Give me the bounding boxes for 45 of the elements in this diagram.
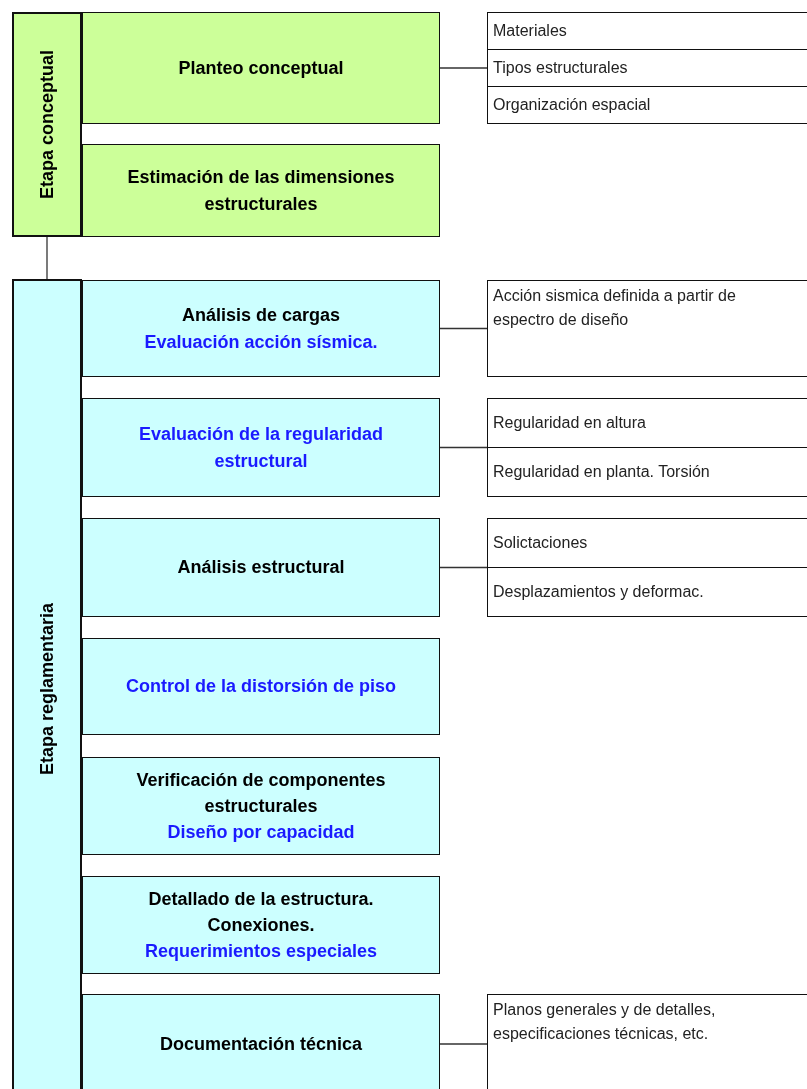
step-label: Detallado de la estructura. Conexiones. [147, 887, 375, 937]
step-label: Evaluación acción sísmica. [144, 330, 378, 354]
note-text: Solictaciones [492, 533, 589, 553]
note-text: Organización espacial [488, 86, 807, 123]
step-label: Requerimientos especiales [144, 940, 378, 964]
step-label: Control de la distorsión de piso [126, 675, 396, 699]
stage-band [12, 279, 82, 1089]
step-label: Documentación técnica [159, 1032, 363, 1056]
note-text: Regularidad en planta. Torsión [488, 447, 807, 496]
process-box [82, 144, 440, 237]
step-label: Análisis estructural [177, 556, 345, 580]
step-label: Planteo conceptual [178, 56, 344, 80]
note-text: Materiales [492, 21, 568, 41]
connector-line [439, 67, 488, 69]
connector-line [46, 236, 48, 280]
process-box [82, 876, 440, 974]
note-box [487, 12, 807, 124]
process-box [82, 398, 440, 497]
process-box [82, 994, 440, 1089]
step-label: Evaluación de la regularidad estructural [137, 423, 385, 473]
connector-line [439, 327, 488, 330]
note-text: Tipos estructurales [488, 49, 807, 86]
step-label: Análisis de cargas [181, 304, 341, 328]
note-box [487, 280, 807, 377]
connector-line [439, 446, 488, 449]
note-box [487, 994, 807, 1089]
step-label: Diseño por capacidad [167, 821, 355, 845]
connector-line [439, 1043, 488, 1045]
stage-band [12, 12, 82, 237]
process-box [82, 280, 440, 377]
stage-label: Etapa reglamentaria [35, 602, 58, 776]
process-box [82, 757, 440, 855]
note-text: Regularidad en altura [492, 413, 647, 433]
note-box [487, 518, 807, 617]
note-box [487, 398, 807, 497]
note-text: Desplazamientos y deformac. [488, 567, 807, 616]
process-box [82, 518, 440, 617]
note-text: Acción sismica definida a partir de espectro de diseño [492, 286, 737, 330]
process-box [82, 638, 440, 735]
step-label: Estimación de las dimensiones estructurales [126, 166, 396, 216]
process-box [82, 12, 440, 124]
step-label: Verificación de componentes estructurales [135, 768, 387, 818]
note-text: Planos generales y de detalles, especificaciones técnicas, etc. [492, 1000, 717, 1044]
connector-line [439, 566, 488, 569]
stage-label: Etapa conceptual [35, 49, 58, 199]
